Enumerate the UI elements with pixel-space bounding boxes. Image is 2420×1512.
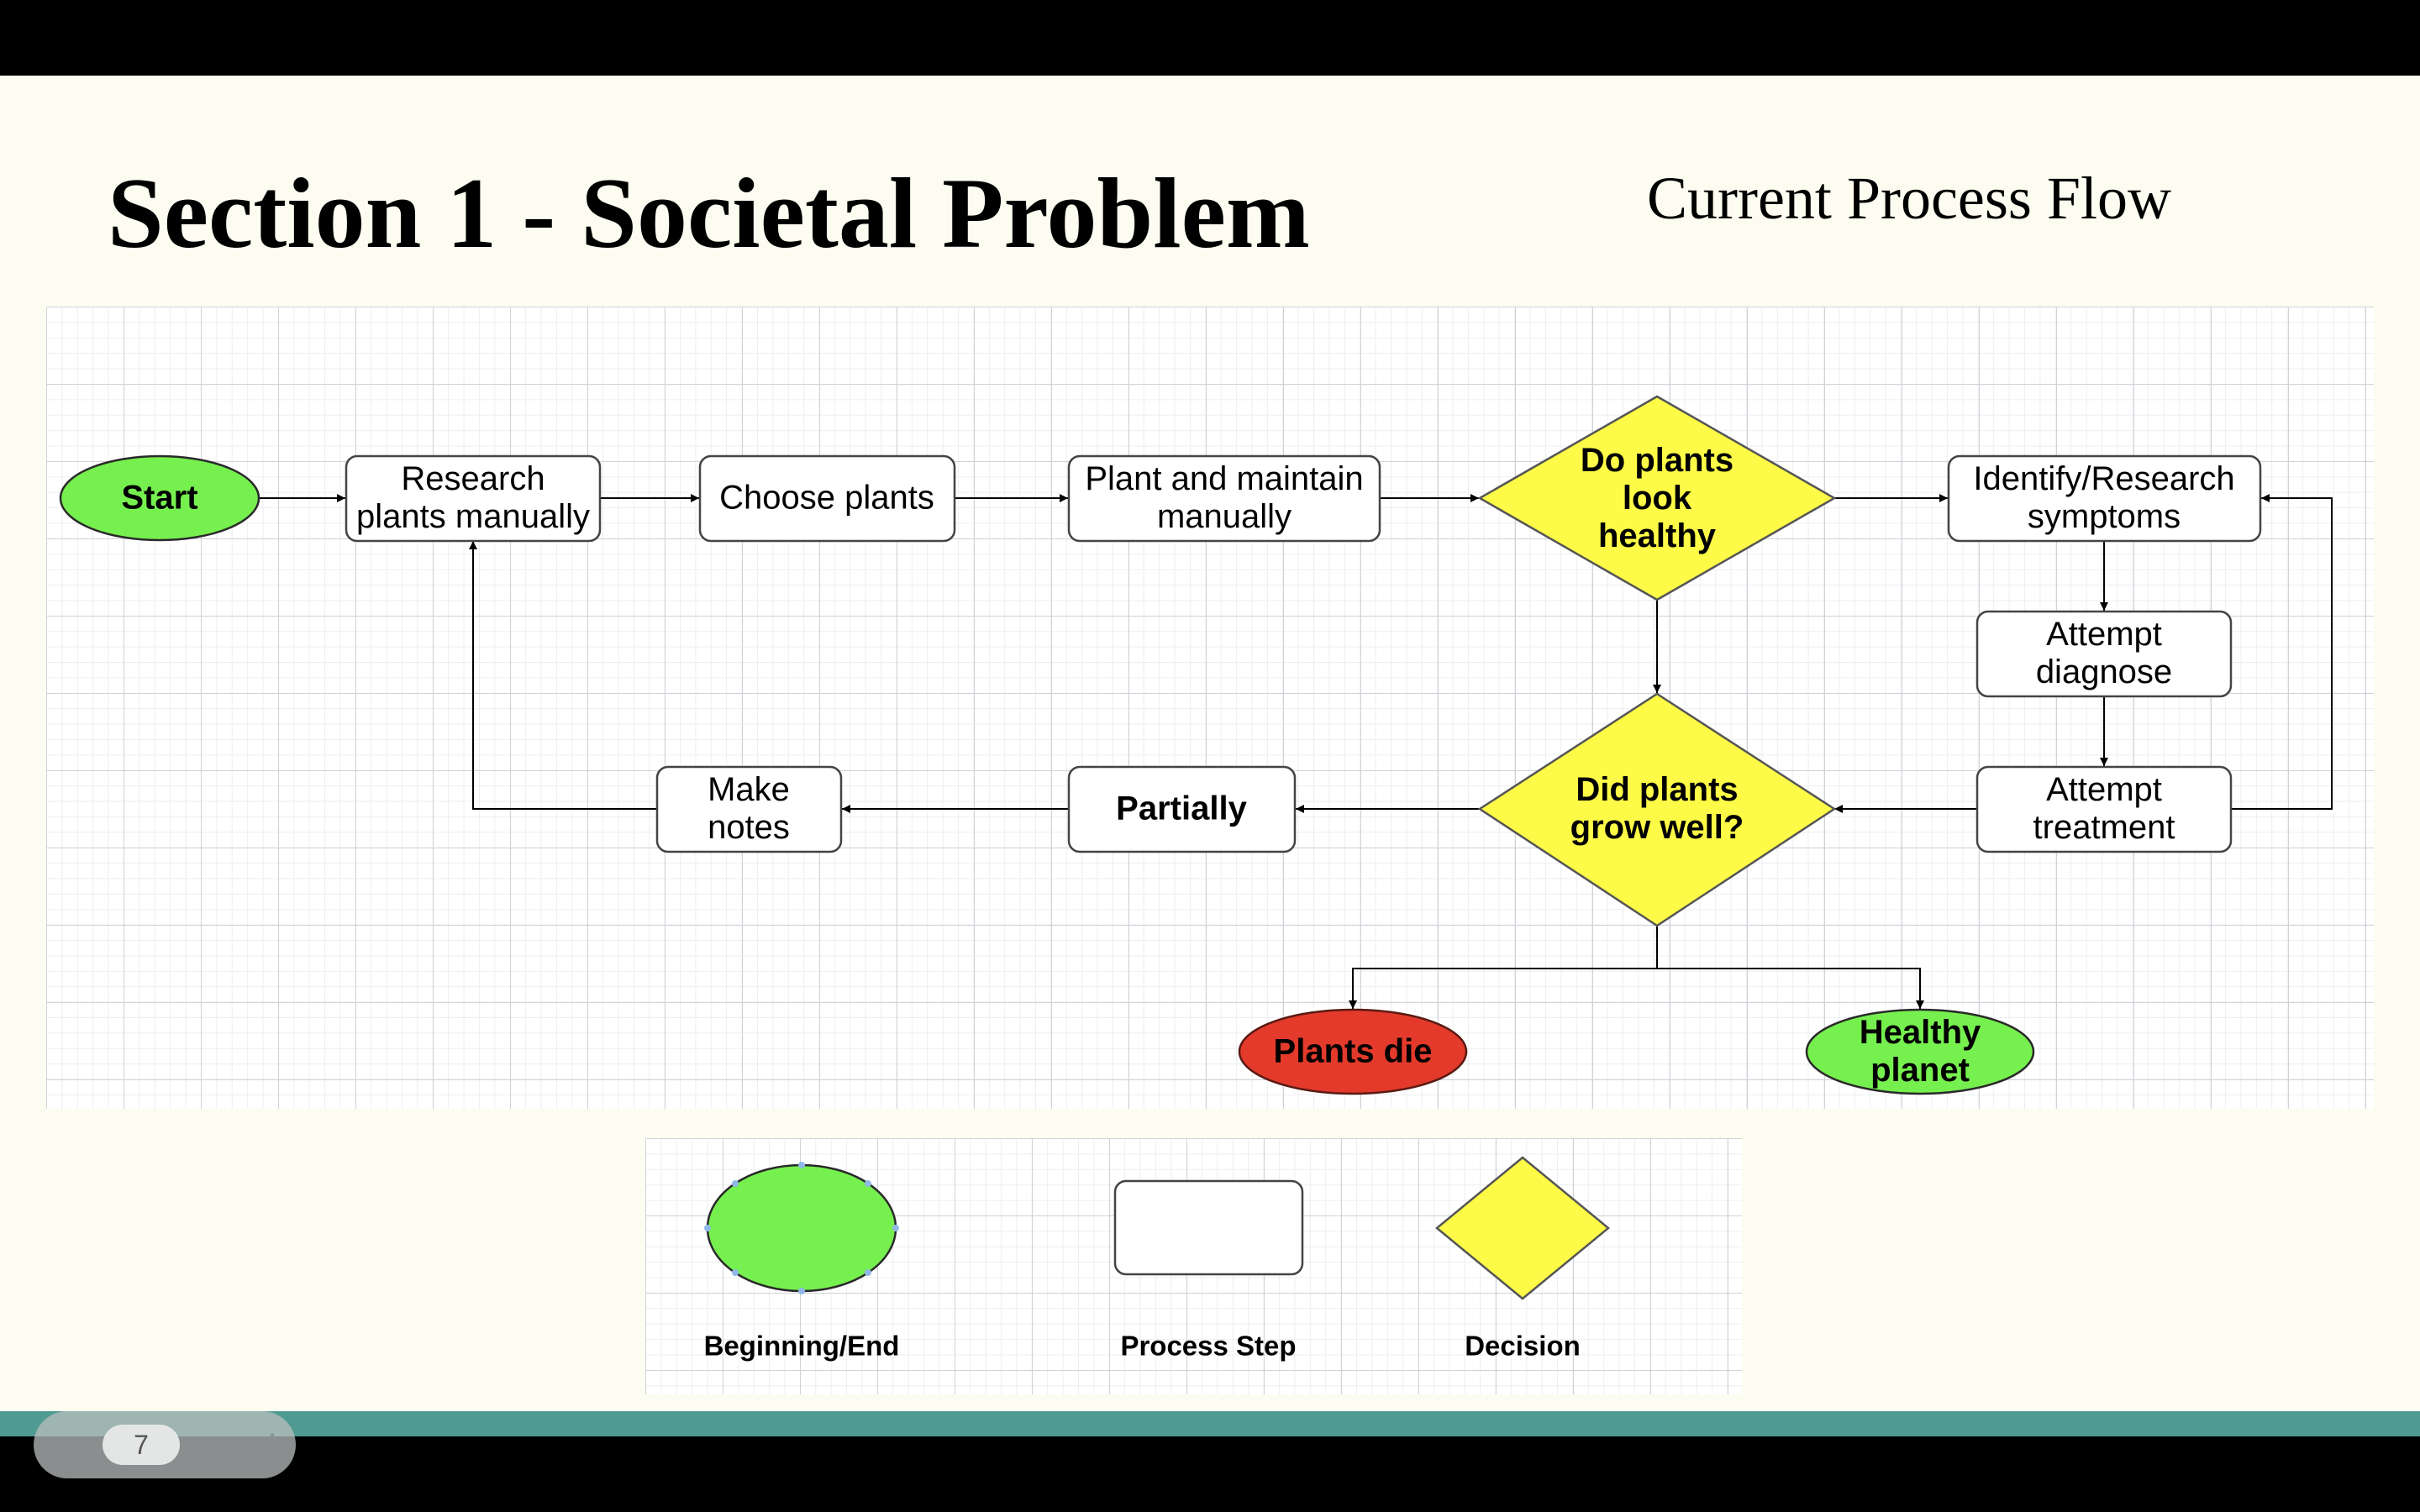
identify-symptoms-step: [1947, 454, 2262, 543]
partially-label: Partially: [1116, 790, 1247, 827]
choose-plants-step: [698, 454, 956, 543]
attempt-diagnose-step: [1975, 610, 2233, 698]
presentation-progress-bar: [0, 1411, 2420, 1436]
attempt-treatment-step: [1975, 765, 2233, 853]
shape-legend: Beginning/End Process Step Decision: [645, 1138, 1742, 1394]
edge-notes-research: [469, 541, 656, 810]
flow-connectors: [59, 395, 2333, 1095]
slide-navigation: ‹ 7 › ⋮: [34, 1411, 296, 1478]
choose-plants-label: Choose plants: [719, 479, 934, 517]
chevron-left-icon[interactable]: ‹: [78, 1426, 90, 1463]
plants-healthy-decision: [1477, 395, 1837, 601]
edge-grow-healthy-planet: [1657, 968, 1924, 1009]
make-notes-step: [655, 765, 843, 853]
healthy-planet-terminal: [1805, 1008, 2035, 1095]
legend-shapes: [704, 1156, 1610, 1300]
slide-subtitle: Current Process Flow: [1647, 165, 2171, 232]
chevron-right-icon[interactable]: ›: [218, 1426, 229, 1463]
start-label: Start: [121, 479, 198, 517]
edge-grow-die: [1349, 927, 1658, 1009]
research-plants-step: [345, 454, 602, 543]
edge-treatment-identify-loop: [2231, 494, 2333, 810]
grow-well-decision: [1477, 692, 1837, 927]
plant-maintain-step: [1067, 454, 1381, 543]
page-number-indicator[interactable]: 7: [103, 1425, 180, 1465]
plants-die-terminal: [1238, 1008, 1468, 1095]
start-terminal: [59, 454, 260, 542]
legend-decision-label: Decision: [1465, 1330, 1581, 1362]
partially-step: [1067, 765, 1297, 853]
legend-beginning-end-label: Beginning/End: [703, 1330, 900, 1362]
more-vertical-icon[interactable]: ⋮: [257, 1427, 287, 1462]
slide-title: Section 1 - Societal Problem: [108, 157, 1310, 269]
plants-die-label: Plants die: [1273, 1032, 1433, 1070]
legend-diamond-shape: [1435, 1156, 1610, 1300]
legend-process-step-label: Process Step: [1120, 1330, 1297, 1362]
legend-process-shape: [1113, 1179, 1304, 1276]
